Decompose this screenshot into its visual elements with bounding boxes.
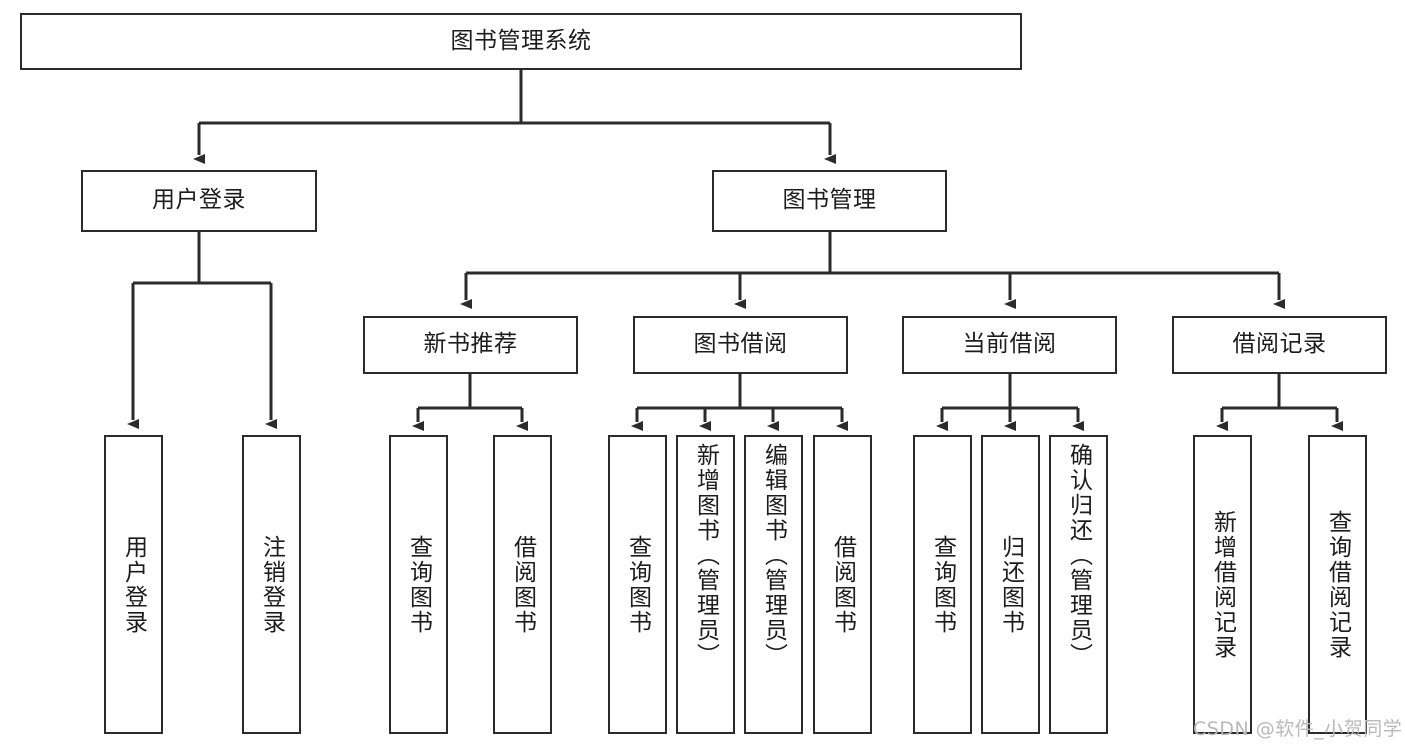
leaf-borrow-query-book[interactable]: 查询图书: [608, 435, 667, 734]
node-label: 确认归还（管理员）: [1065, 443, 1092, 668]
node-label: 查询图书: [929, 534, 956, 635]
node-label: 注销登录: [258, 534, 285, 635]
leaf-new-book-borrow-book[interactable]: 借阅图书: [493, 435, 552, 734]
leaf-borrow-add-book-admin[interactable]: 新增图书（管理员）: [676, 435, 735, 734]
node-label: 借阅图书: [829, 534, 856, 635]
leaf-record-query-record[interactable]: 查询借阅记录: [1308, 435, 1367, 734]
node-label: 借阅记录: [1232, 331, 1327, 358]
node-root-library-system[interactable]: 图书管理系统: [20, 13, 1022, 70]
node-label: 查询图书: [405, 534, 432, 635]
node-label: 查询借阅记录: [1324, 509, 1351, 660]
watermark-text: CSDN @软件_小贺同学: [1193, 718, 1403, 740]
node-label: 编辑图书（管理员）: [760, 443, 787, 668]
node-book-management[interactable]: 图书管理: [712, 170, 947, 232]
node-borrow-record[interactable]: 借阅记录: [1172, 316, 1387, 374]
leaf-current-return-book[interactable]: 归还图书: [981, 435, 1040, 734]
node-label: 用户登录: [152, 187, 246, 214]
node-label: 新增借阅记录: [1209, 509, 1236, 660]
node-label: 借阅图书: [509, 534, 536, 635]
node-label: 新增图书（管理员）: [692, 443, 719, 668]
node-label: 图书借阅: [693, 331, 788, 358]
leaf-borrow-borrow-book[interactable]: 借阅图书: [813, 435, 872, 734]
node-book-borrow[interactable]: 图书借阅: [633, 316, 848, 374]
node-label: 图书管理系统: [450, 27, 592, 54]
node-label: 归还图书: [997, 534, 1024, 635]
node-user-login[interactable]: 用户登录: [81, 170, 317, 232]
leaf-user-login-logout[interactable]: 注销登录: [242, 435, 301, 734]
leaf-borrow-edit-book-admin[interactable]: 编辑图书（管理员）: [744, 435, 803, 734]
node-label: 图书管理: [782, 187, 877, 214]
node-current-borrow[interactable]: 当前借阅: [902, 316, 1117, 374]
leaf-new-book-query-book[interactable]: 查询图书: [389, 435, 448, 734]
node-label: 用户登录: [120, 534, 147, 635]
node-label: 当前借阅: [962, 331, 1057, 358]
node-label: 新书推荐: [423, 331, 518, 358]
leaf-record-add-record[interactable]: 新增借阅记录: [1193, 435, 1252, 734]
leaf-current-query-book[interactable]: 查询图书: [913, 435, 972, 734]
leaf-user-login-login[interactable]: 用户登录: [104, 435, 163, 734]
leaf-current-confirm-return-admin[interactable]: 确认归还（管理员）: [1049, 435, 1108, 734]
node-new-book-recommend[interactable]: 新书推荐: [363, 316, 578, 374]
node-label: 查询图书: [624, 534, 651, 635]
